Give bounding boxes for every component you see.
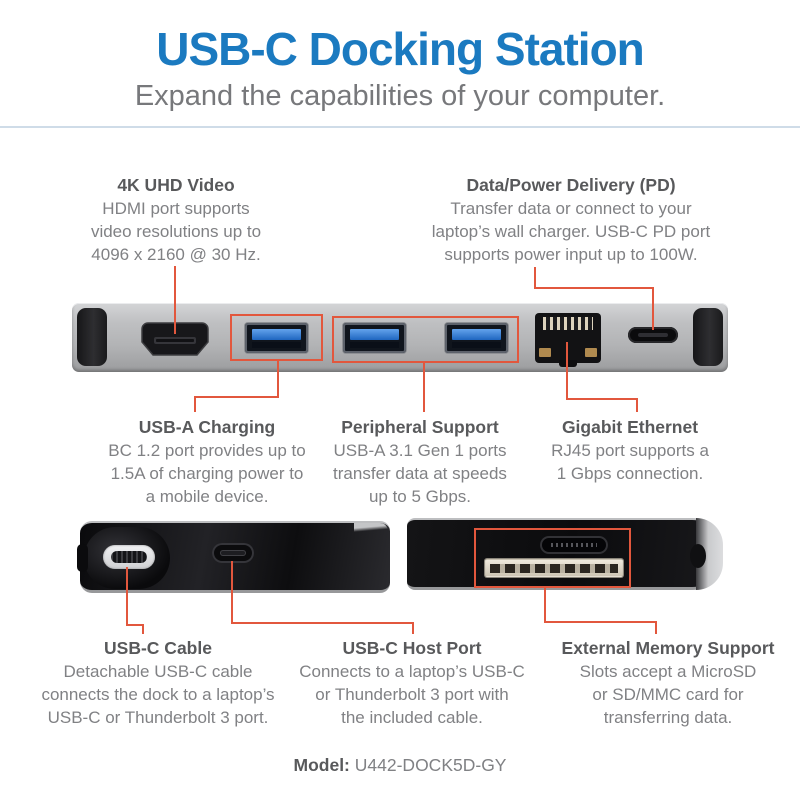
page-subtitle: Expand the capabilities of your computer… xyxy=(134,80,666,112)
callout-line: the included cable. xyxy=(341,708,483,727)
callout-heading: 4K UHD Video xyxy=(117,175,235,195)
callout-line: a mobile device. xyxy=(145,487,269,506)
callout-line: supports power input up to 100W. xyxy=(444,245,698,264)
rj45-pins xyxy=(543,317,593,330)
callout-gigabit-ethernet: Gigabit Ethernet RJ45 port supports a 1 … xyxy=(525,416,735,485)
callout-heading: USB-C Host Port xyxy=(342,638,482,658)
sd-slot-teeth xyxy=(490,564,618,573)
callout-line: USB-C or Thunderbolt 3 port. xyxy=(47,708,269,727)
callout-line-memory xyxy=(544,587,657,634)
dock-edge-highlight xyxy=(354,523,388,535)
usb-c-cable-boot xyxy=(77,544,88,572)
page-title: USB-C Docking Station xyxy=(156,23,645,75)
callout-peripheral-support: Peripheral Support USB-A 3.1 Gen 1 ports… xyxy=(310,416,530,508)
dock-left-endcap xyxy=(77,308,107,366)
hdmi-port xyxy=(141,322,209,356)
usb-a-blue-tongue xyxy=(350,329,399,340)
model-value: U442-DOCK5D-GY xyxy=(354,755,507,775)
usb-a-port-2 xyxy=(343,323,406,353)
callout-data-power-delivery: Data/Power Delivery (PD) Transfer data o… xyxy=(411,174,731,266)
usb-c-inner-slot xyxy=(638,333,668,337)
callout-line: transferring data. xyxy=(603,708,733,727)
usb-a-port-3 xyxy=(445,323,508,353)
model-label: Model: xyxy=(293,755,350,775)
dock-front-view xyxy=(72,303,728,372)
callout-line: transfer data at speeds xyxy=(333,464,507,483)
rj45-contact xyxy=(585,348,597,357)
dock-right-endcap xyxy=(693,308,723,366)
callout-line: connects the dock to a laptop’s xyxy=(41,685,275,704)
callout-heading: USB-A Charging xyxy=(138,417,276,437)
callout-line: 1 Gbps connection. xyxy=(556,464,704,483)
callout-line: laptop’s wall charger. USB-C PD port xyxy=(431,222,711,241)
callout-line: 4096 x 2160 @ 30 Hz. xyxy=(91,245,261,264)
callout-line: Transfer data or connect to your xyxy=(450,199,692,218)
usb-c-host-port xyxy=(212,543,254,563)
model-number: Model: U442-DOCK5D-GY xyxy=(0,755,800,776)
callout-4k-uhd-video: 4K UHD Video HDMI port supports video re… xyxy=(66,174,286,266)
usb-c-connector-pins xyxy=(111,551,147,563)
usb-c-cable-connector xyxy=(103,545,155,569)
usb-a-port-floor xyxy=(350,342,399,348)
usb-c-pd-port xyxy=(628,327,678,343)
callout-line: RJ45 port supports a xyxy=(551,441,709,460)
usb-a-port-floor xyxy=(452,342,501,348)
usb-a-port-1 xyxy=(245,323,308,353)
usb-a-blue-tongue xyxy=(452,329,501,340)
callout-heading: External Memory Support xyxy=(561,638,775,658)
callout-external-memory: External Memory Support Slots accept a M… xyxy=(553,637,783,729)
rj45-contact xyxy=(539,348,551,357)
callout-line: Detachable USB-C cable xyxy=(63,662,253,681)
callout-line: Connects to a laptop’s USB-C xyxy=(299,662,525,681)
endcap-notch xyxy=(690,544,706,568)
callout-heading: Gigabit Ethernet xyxy=(561,417,699,437)
usb-a-port-floor xyxy=(252,342,301,348)
rj45-latch xyxy=(559,360,577,367)
callout-line: Slots accept a MicroSD xyxy=(579,662,757,681)
usb-c-inner-slot xyxy=(220,550,246,556)
callout-line: or Thunderbolt 3 port with xyxy=(315,685,509,704)
ethernet-rj45-port xyxy=(535,313,601,367)
callout-heading: USB-C Cable xyxy=(104,638,212,658)
usb-a-blue-tongue xyxy=(252,329,301,340)
callout-line: video resolutions up to xyxy=(90,222,262,241)
callout-line: 1.5A of charging power to xyxy=(110,464,304,483)
callout-usb-c-cable: USB-C Cable Detachable USB-C cable conne… xyxy=(23,637,293,729)
callout-line: HDMI port supports xyxy=(102,199,250,218)
callout-heading: Data/Power Delivery (PD) xyxy=(466,175,676,195)
sd-card-slot xyxy=(485,559,623,577)
callout-line: up to 5 Gbps. xyxy=(368,487,472,506)
usb-c-top-port xyxy=(540,536,608,554)
callout-usb-c-host-port: USB-C Host Port Connects to a laptop’s U… xyxy=(287,637,537,729)
header-divider xyxy=(0,126,800,128)
callout-line: or SD/MMC card for xyxy=(592,685,744,704)
callout-heading: Peripheral Support xyxy=(341,417,499,437)
callout-usb-a-charging: USB-A Charging BC 1.2 port provides up t… xyxy=(87,416,327,508)
callout-line: BC 1.2 port provides up to xyxy=(108,441,306,460)
dock-side-view-slots xyxy=(407,518,723,590)
callout-line: USB-A 3.1 Gen 1 ports xyxy=(333,441,507,460)
usb-c-port-pins xyxy=(551,543,597,547)
